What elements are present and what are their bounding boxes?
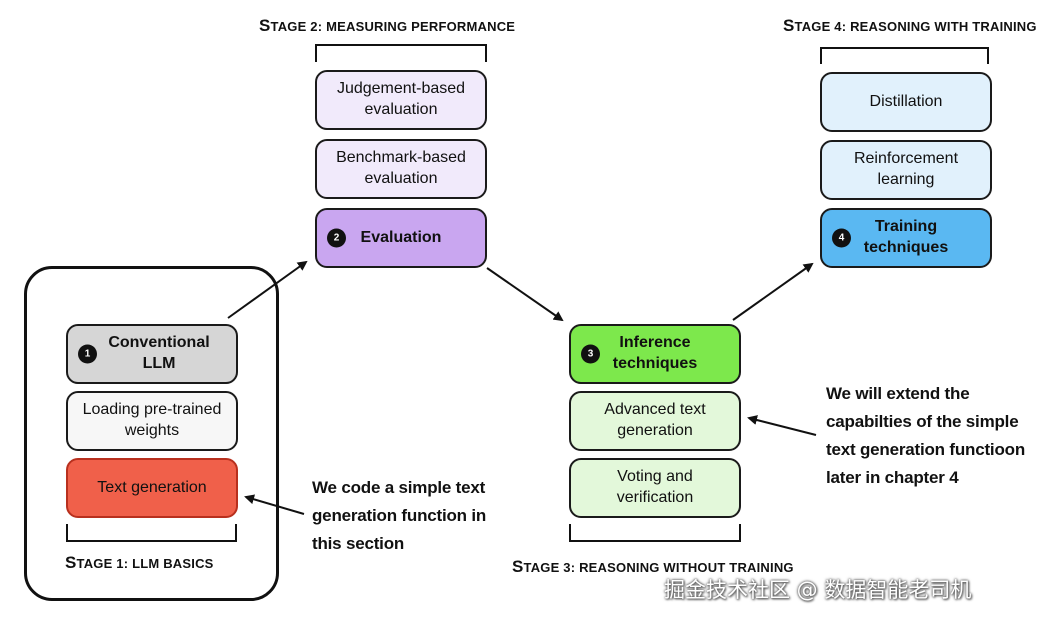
stage-4-title-rest: TAGE 4: R	[794, 19, 860, 34]
voting-label: Voting and verification	[616, 468, 694, 506]
stage-4-title-tail2: RAINING	[980, 19, 1037, 34]
stage-3-bracket	[569, 524, 741, 542]
stage-4-bracket	[820, 47, 989, 64]
reinforcement-box: Reinforcement learning	[820, 140, 992, 200]
step-3-badge: 3	[581, 344, 600, 364]
step-4-badge: 4	[832, 228, 851, 248]
arrow-3-to-4	[732, 262, 814, 321]
stage-1-title-prefix: S	[65, 553, 77, 572]
stage-4-title-tail: EASONING WITH T	[859, 19, 981, 34]
training-label: Training techniques	[863, 218, 949, 256]
benchmark-eval-box: Benchmark-based evaluation	[315, 139, 487, 199]
stage-1-frame	[24, 266, 279, 601]
stage-2-title-tail: EASURING P	[337, 19, 421, 34]
stage-1-title-tail: ASICS	[172, 556, 214, 571]
arrow-2-to-3	[486, 267, 564, 322]
stage-2-bracket	[315, 44, 487, 62]
stage-1-title-rest: TAGE 1: LLM B	[76, 556, 173, 571]
right-annotation: We will extend the capabilties of the si…	[826, 384, 1026, 487]
advanced-text-box: Advanced text generation	[569, 391, 741, 451]
inference-box: 3 Inference techniques	[569, 324, 741, 384]
stage-1-title: STAGE 1: LLM BASICS	[65, 553, 214, 573]
arrow-1-to-2	[227, 260, 308, 319]
advanced-text-label: Advanced text generation	[604, 401, 706, 439]
stage-3-title-tail2: RAINING	[737, 560, 794, 575]
loading-weights-box: Loading pre-trained weights	[66, 391, 238, 451]
benchmark-eval-label: Benchmark-based evaluation	[336, 149, 466, 187]
stage-2-title-rest: TAGE 2: M	[270, 19, 338, 34]
evaluation-label: Evaluation	[360, 228, 442, 246]
watermark: 掘金技术社区 @ 数据智能老司机	[664, 578, 972, 602]
stage-3-title: STAGE 3: REASONING WITHOUT TRAINING	[512, 557, 794, 577]
conventional-llm-box: 1 Conventional LLM	[66, 324, 238, 384]
stage-4-title-prefix: S	[783, 16, 795, 35]
voting-box: Voting and verification	[569, 458, 741, 518]
stage-1-bracket	[66, 524, 237, 542]
judgement-eval-box: Judgement-based evaluation	[315, 70, 487, 130]
left-annotation-arrow	[244, 494, 305, 515]
evaluation-box: 2 Evaluation	[315, 208, 487, 268]
text-generation-box: Text generation	[66, 458, 238, 518]
distillation-box: Distillation	[820, 72, 992, 132]
stage-3-title-tail: EASONING WITHOUT T	[588, 560, 738, 575]
reinforcement-label: Reinforcement learning	[853, 150, 959, 188]
stage-2-title-prefix: S	[259, 16, 271, 35]
judgement-eval-label: Judgement-based evaluation	[336, 80, 466, 118]
stage-2-title-tail2: ERFORMANCE	[420, 19, 516, 34]
text-generation-label: Text generation	[97, 478, 207, 496]
loading-weights-label: Loading pre-trained weights	[82, 401, 222, 439]
right-annotation-arrow	[747, 415, 817, 436]
stage-4-title: STAGE 4: REASONING WITH TRAINING	[783, 16, 1037, 36]
left-annotation: We code a simple text generation functio…	[312, 478, 487, 553]
stage-3-title-prefix: S	[512, 557, 524, 576]
step-1-badge: 1	[78, 344, 97, 364]
stage-3-title-rest: TAGE 3: R	[523, 560, 589, 575]
step-2-badge: 2	[327, 228, 346, 248]
inference-label: Inference techniques	[612, 334, 698, 372]
distillation-label: Distillation	[869, 92, 943, 110]
training-box: 4 Training techniques	[820, 208, 992, 268]
conventional-llm-label: Conventional LLM	[108, 334, 210, 372]
stage-2-title: STAGE 2: MEASURING PERFORMANCE	[259, 16, 515, 36]
